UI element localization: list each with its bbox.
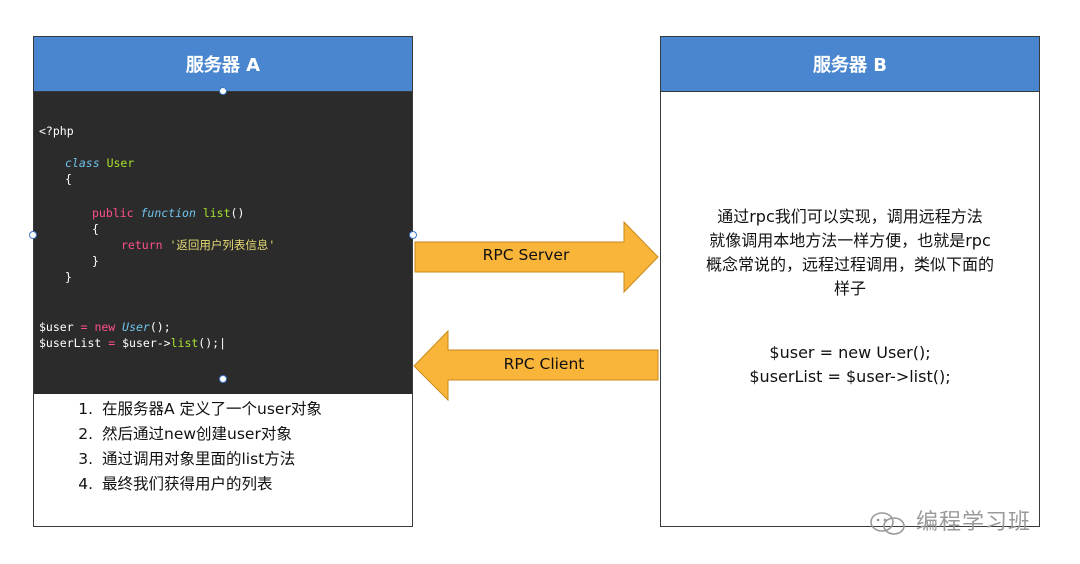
wechat-icon — [870, 512, 905, 535]
code-token-list-call: list — [170, 336, 199, 350]
rpc-server-arrow — [414, 220, 659, 294]
description-line: 概念常说的，远程过程调用，类似下面的 — [705, 255, 994, 274]
code-token-string: '返回用户列表信息' — [169, 238, 276, 252]
code-token-class: class — [65, 156, 100, 170]
list-item: 在服务器A 定义了一个user对象 — [98, 397, 322, 422]
code-token-assign: = — [80, 320, 88, 334]
code-token-user-arrow: $user-> — [122, 336, 171, 350]
code-line-class: class User — [65, 156, 134, 170]
code-line-brace-open: { — [65, 172, 72, 186]
resize-handle-right[interactable] — [409, 231, 417, 239]
code-token-parens: () — [230, 206, 245, 220]
code-line-php-open: <?php — [39, 124, 74, 138]
code-token-call-2: (); — [198, 336, 220, 350]
code-token-list: list — [202, 206, 231, 220]
code-token-public: public — [92, 206, 134, 220]
server-a-title: 服务器 A — [34, 37, 412, 92]
code-line-user-list: $userList = $user->list();| — [39, 336, 226, 350]
code-token-return: return — [121, 238, 163, 252]
code-line-return: return '返回用户列表信息' — [121, 238, 275, 252]
list-item: 最终我们获得用户的列表 — [98, 472, 322, 497]
resize-handle-left[interactable] — [29, 231, 37, 239]
watermark: 编程学习班 — [868, 504, 1031, 536]
code-line-new-user: $user = new User(); — [39, 320, 171, 334]
code-token-function: function — [140, 206, 196, 220]
code-token-var-user: $user — [39, 320, 74, 334]
code-block: <?php class User { public function list(… — [34, 92, 412, 394]
resize-handle-top[interactable] — [219, 87, 227, 95]
server-b-code: $user = new User(); $userList = $user->l… — [671, 341, 1029, 389]
list-item: 通过调用对象里面的list方法 — [98, 447, 322, 472]
description-line: 通过rpc我们可以实现，调用远程方法 — [717, 207, 983, 226]
code-token-var-userlist: $userList — [39, 336, 102, 350]
description-line: 就像调用本地方法一样方便，也就是rpc — [709, 231, 991, 250]
steps-list: 在服务器A 定义了一个user对象 然后通过new创建user对象 通过调用对象… — [74, 397, 322, 497]
server-b-title: 服务器 B — [661, 37, 1039, 92]
code-token-class-name: User — [122, 320, 150, 334]
code-token-assign-2: = — [108, 336, 116, 350]
code-line-function: public function list() — [92, 206, 244, 220]
list-item: 然后通过new创建user对象 — [98, 422, 322, 447]
code-token-user: User — [106, 156, 135, 170]
description-line: 样子 — [833, 279, 866, 298]
resize-handle-bottom[interactable] — [219, 375, 227, 383]
rpc-server-label: RPC Server — [482, 246, 570, 264]
code-line: $userList = $user->list(); — [749, 367, 951, 386]
code-token-new: new — [94, 320, 116, 334]
rpc-client-arrow — [413, 329, 659, 402]
rpc-client-label: RPC Client — [503, 355, 585, 373]
code-token-call: (); — [149, 320, 171, 334]
code-line-fn-brace-close: } — [92, 254, 99, 268]
code-line-brace-close: } — [65, 270, 72, 284]
code-line: $user = new User(); — [769, 343, 931, 362]
text-cursor: | — [219, 336, 227, 350]
server-b-description: 通过rpc我们可以实现，调用远程方法 就像调用本地方法一样方便，也就是rpc 概… — [671, 205, 1029, 301]
server-a-box: 服务器 A <?php class User { public function… — [33, 36, 413, 527]
code-line-fn-brace-open: { — [92, 222, 99, 236]
server-b-box: 服务器 B 通过rpc我们可以实现，调用远程方法 就像调用本地方法一样方便，也就… — [660, 36, 1040, 527]
